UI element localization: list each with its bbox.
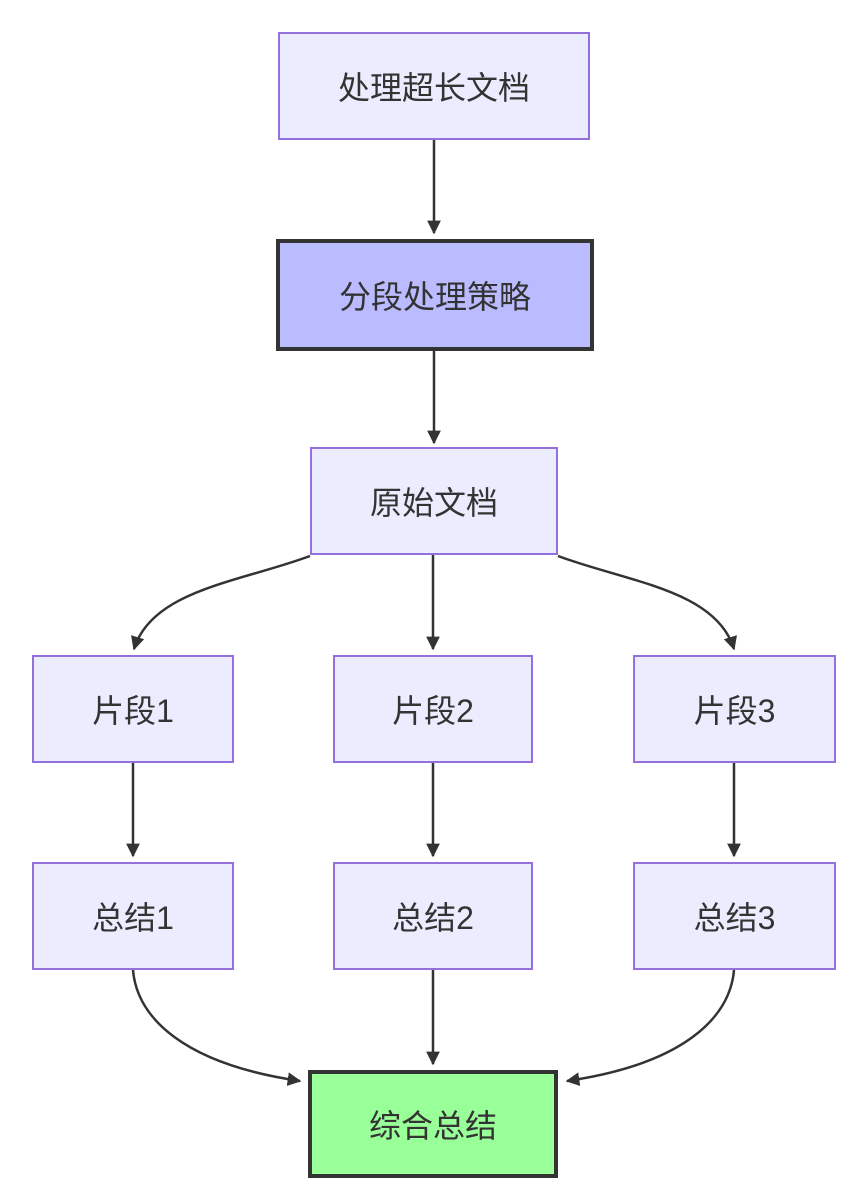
node-original-doc-label: 原始文档 [369,485,498,521]
node-fragment3: 片段3 [633,655,836,763]
node-process-long-doc-label: 处理超长文档 [337,70,530,106]
node-chunking-strategy-label: 分段处理策略 [338,279,531,315]
node-summary1: 总结1 [32,862,234,970]
node-fragment3-label: 片段3 [693,693,776,729]
edge-summary1-to-final [131,969,302,1087]
node-fragment1-label: 片段1 [92,693,174,729]
node-final-summary-label: 综合总结 [368,1108,497,1144]
node-process-long-doc: 处理超长文档 [278,32,590,140]
node-summary2-label: 总结2 [392,900,474,936]
node-summary3-label: 总结3 [693,900,776,936]
node-fragment2: 片段2 [333,655,533,763]
node-final-summary: 综合总结 [308,1070,558,1178]
edge-original-to-fragment3 [557,554,737,651]
edge-original-to-fragment1 [131,554,311,651]
edge-summary3-to-final [565,969,736,1087]
node-summary1-label: 总结1 [92,900,174,936]
node-original-doc: 原始文档 [310,447,558,555]
node-chunking-strategy: 分段处理策略 [276,239,594,351]
node-summary2: 总结2 [333,862,533,970]
node-summary3: 总结3 [633,862,836,970]
node-fragment2-label: 片段2 [392,693,474,729]
node-fragment1: 片段1 [32,655,234,763]
